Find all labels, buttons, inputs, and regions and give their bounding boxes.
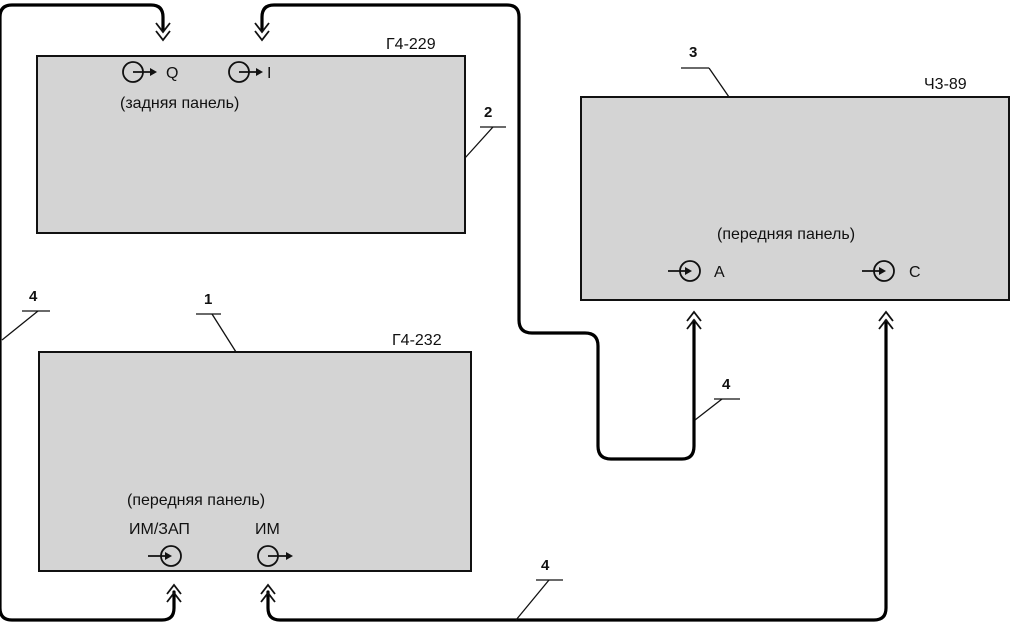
plug-marker-c (878, 310, 894, 330)
port-a-input-icon (668, 260, 701, 282)
generator-g4-229-box (36, 55, 466, 234)
callout-3-leader (681, 67, 730, 98)
plug-marker-im-zap (166, 583, 182, 603)
cable-im-to-c (266, 319, 888, 622)
generator-g4-232-box (38, 351, 472, 572)
plug-marker-im (260, 583, 276, 603)
callout-4-mid-leader (694, 398, 740, 421)
port-c-label: C (909, 264, 921, 281)
callout-3-number: 3 (689, 44, 697, 61)
port-im-zap-label: ИМ/ЗАП (129, 521, 190, 538)
callout-2-number: 2 (484, 104, 492, 121)
callout-4-mid-number: 4 (722, 376, 731, 393)
port-a-label: A (714, 264, 725, 281)
generator-g4-229-title: Г4-229 (386, 36, 436, 53)
port-i-output-icon (228, 61, 263, 83)
callout-4-left-number: 4 (29, 288, 38, 305)
generator-g4-232-title: Г4-232 (392, 332, 442, 349)
callout-4-bottom-leader (515, 579, 563, 621)
g4-229-rear-panel-caption: (задняя панель) (120, 95, 239, 112)
cable-i-to-a (260, 3, 696, 461)
port-im-zap-input-icon (148, 545, 182, 567)
ch3-89-front-panel-caption: (передняя панель) (717, 226, 855, 243)
g4-232-front-panel-caption: (передняя панель) (127, 492, 265, 509)
port-c-input-icon (862, 260, 895, 282)
port-im-output-icon (257, 545, 293, 567)
callout-2-leader (464, 126, 506, 159)
callout-4-left-leader (1, 310, 50, 341)
plug-marker-a (686, 310, 702, 330)
plug-marker-q (155, 22, 171, 42)
counter-ch3-89-title: Ч3-89 (924, 76, 967, 93)
callout-4-bottom-number: 4 (541, 557, 550, 574)
callout-1-number: 1 (204, 291, 212, 308)
plug-marker-i (254, 22, 270, 42)
port-q-output-icon (122, 61, 157, 83)
counter-ch3-89-box (580, 96, 1010, 301)
port-q-label: Q (166, 65, 178, 82)
port-i-label: I (267, 65, 271, 82)
callout-1-leader (196, 313, 237, 353)
cable-q-to-im-zap (0, 3, 176, 622)
port-im-label: ИМ (255, 521, 280, 538)
